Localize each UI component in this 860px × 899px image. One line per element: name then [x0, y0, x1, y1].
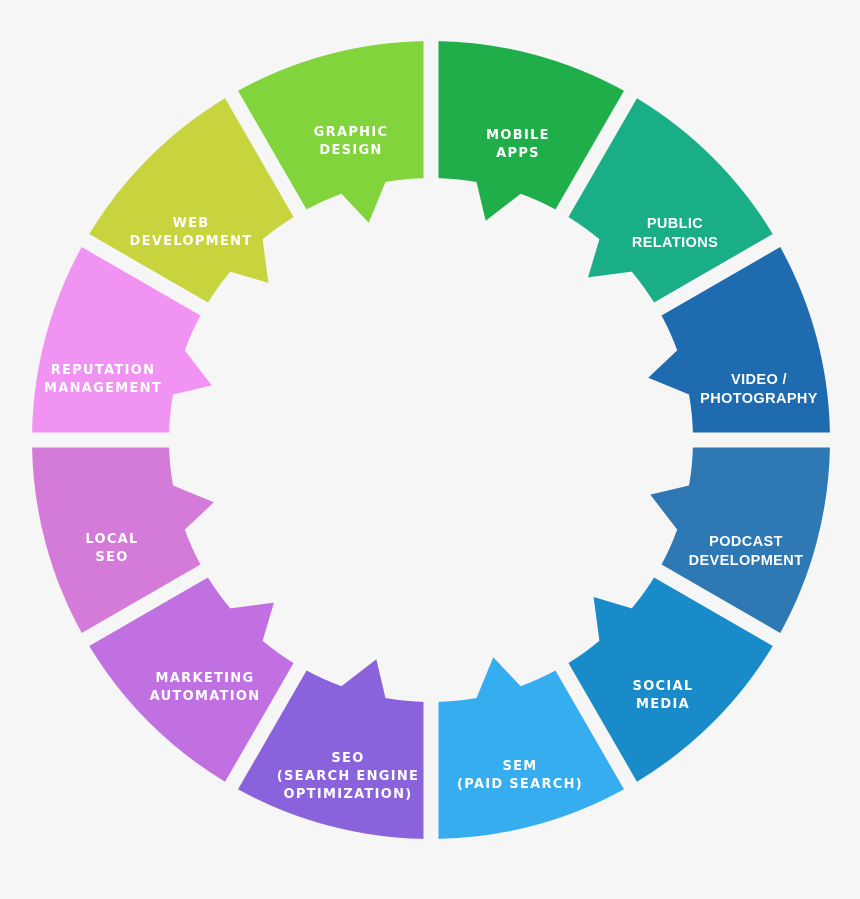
segment-label-line: SOCIAL — [632, 679, 694, 694]
segment-marketing-automation — [89, 577, 294, 782]
segment-public-relations — [568, 98, 773, 303]
segment-label-line: MARKETING — [155, 671, 255, 686]
segment-graphic-design — [238, 41, 424, 223]
segment-video-photography — [648, 247, 830, 433]
segment-label-line: SEO — [331, 751, 365, 766]
segment-label-line: SEM — [502, 759, 538, 774]
segment-label-line: MANAGEMENT — [43, 381, 163, 396]
segment-label-line: OPTIMIZATION) — [283, 787, 413, 802]
segment-local-seo — [32, 447, 214, 633]
segment-label-line: (PAID SEARCH) — [456, 777, 584, 792]
segment-label-line: PHOTOGRAPHY — [700, 391, 818, 407]
segment-web-development — [89, 98, 294, 303]
segment-label-marketing-automation: MARKETING AUTOMATION — [150, 670, 261, 706]
segment-sem-paid-search — [438, 657, 624, 839]
segment-label-graphic-design: GRAPHIC DESIGN — [314, 124, 389, 160]
segment-label-line: RELATIONS — [631, 235, 719, 251]
segment-label-line: SEO — [95, 550, 129, 565]
segment-label-seo: SEO (SEARCH ENGINE OPTIMIZATION) — [277, 750, 419, 804]
segment-seo — [238, 659, 424, 839]
segment-label-line: VIDEO / — [731, 372, 787, 388]
segment-label-line: LOCAL — [85, 532, 139, 547]
segment-label-line: DEVELOPMENT — [129, 234, 253, 249]
segment-label-line: MOBILE — [486, 128, 550, 143]
segment-label-line: REPUTATION — [50, 363, 156, 378]
segment-podcast-development — [650, 447, 830, 633]
segment-mobile-apps — [438, 41, 624, 221]
segment-label-line: GRAPHIC — [313, 125, 389, 140]
segment-label-video-photography: VIDEO / PHOTOGRAPHY — [700, 371, 818, 409]
segment-label-mobile-apps: MOBILE APPS — [486, 127, 550, 163]
segment-label-line: PODCAST — [709, 534, 783, 550]
segment-reputation-management — [32, 247, 212, 433]
segment-label-reputation-management: REPUTATION MANAGEMENT — [44, 362, 162, 398]
segment-social-media — [568, 577, 773, 782]
segment-label-line: MEDIA — [635, 697, 690, 712]
segment-label-web-development: WEB DEVELOPMENT — [130, 215, 253, 251]
segment-label-sem-paid-search: SEM (PAID SEARCH) — [457, 758, 583, 794]
segment-label-line: DEVELOPMENT — [688, 553, 804, 569]
segment-label-public-relations: PUBLIC RELATIONS — [632, 215, 718, 253]
segment-label-line: DESIGN — [319, 143, 383, 158]
segment-label-line: AUTOMATION — [149, 689, 261, 704]
segment-label-local-seo: LOCAL SEO — [85, 531, 138, 567]
segment-label-line: WEB — [172, 216, 210, 231]
segment-label-line: PUBLIC — [646, 216, 704, 232]
segment-label-podcast-development: PODCAST DEVELOPMENT — [689, 533, 804, 571]
segment-label-line: APPS — [496, 146, 540, 161]
segment-label-line: (SEARCH ENGINE — [276, 769, 420, 784]
segment-label-social-media: SOCIAL MEDIA — [633, 678, 694, 714]
